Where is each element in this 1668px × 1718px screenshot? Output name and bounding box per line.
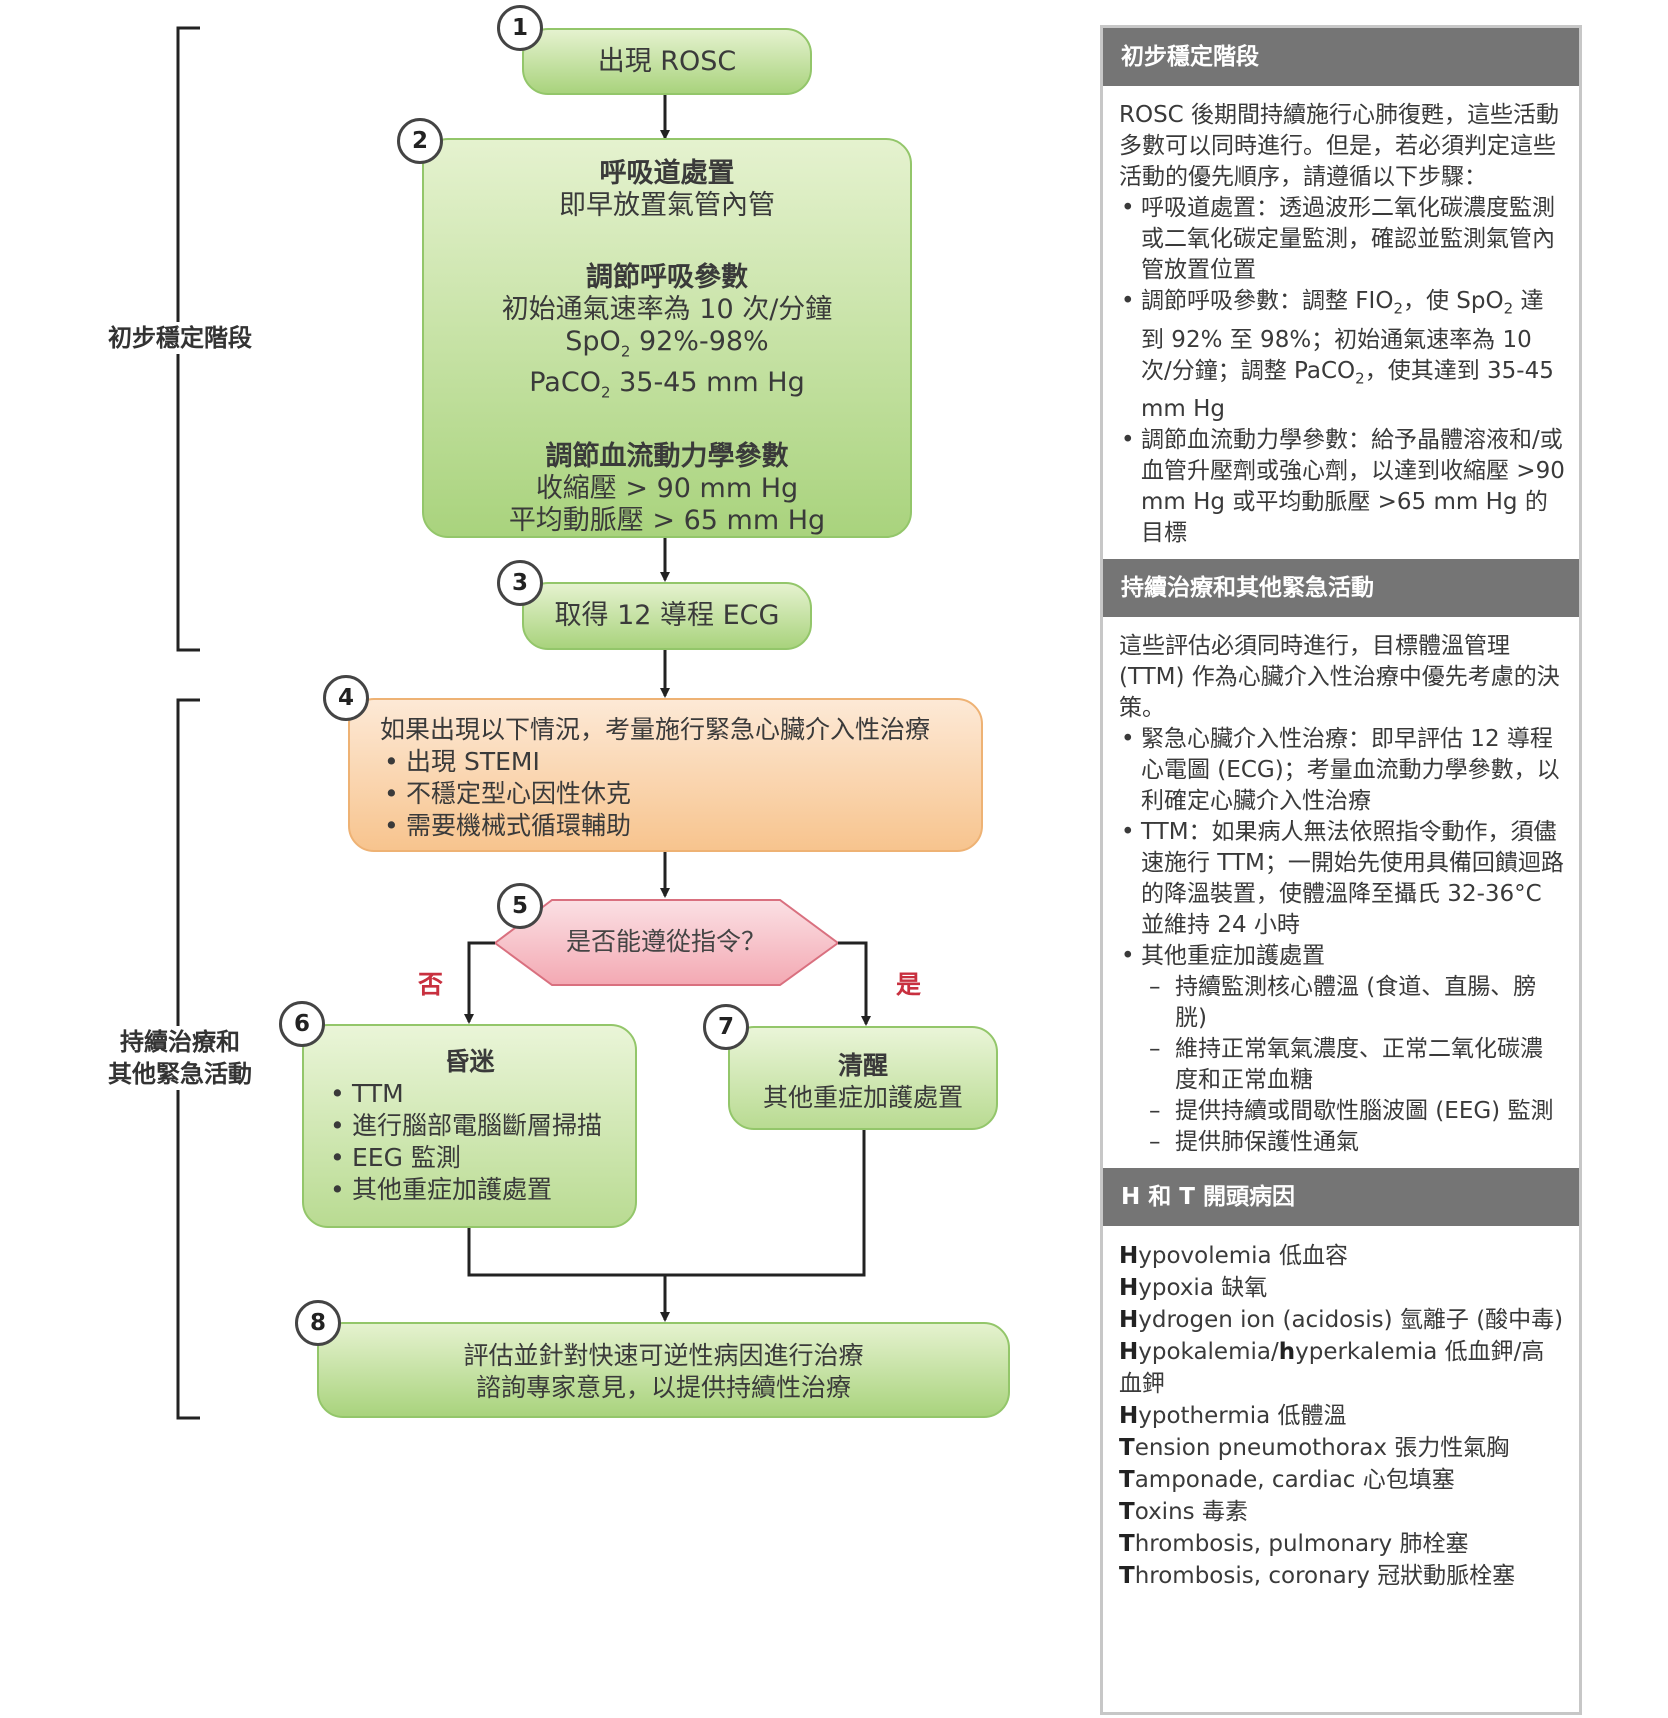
step5-question: 是否能遵從指令？ bbox=[565, 927, 766, 956]
sub-item: 持續監測核心體溫 (食道、直腸、膀胱) bbox=[1119, 972, 1565, 1034]
hemodynamic-title: 調節血流動力學參數 bbox=[545, 440, 789, 472]
step4-intro: 如果出現以下情況，考量施行緊急心臟介入性治療 bbox=[380, 715, 931, 744]
step6-list: TTM 進行腦部電腦斷層掃描 EEG 監測 其他重症加護處置 bbox=[326, 1078, 635, 1206]
step8-number: 8 bbox=[295, 1300, 341, 1346]
ventilation-spo2: SpO2 92%-98% bbox=[565, 326, 769, 361]
cause-item: Thrombosis, pulmonary 肺栓塞 bbox=[1119, 1531, 1469, 1558]
section-body-hs-and-ts: Hypovolemia 低血容 Hypoxia 缺氧 Hydrogen ion … bbox=[1103, 1226, 1579, 1602]
step7-box: 清醒 其他重症加護處置 bbox=[728, 1026, 998, 1130]
step7-text: 其他重症加護處置 bbox=[762, 1083, 963, 1112]
step4-item: 不穩定型心因性休克 bbox=[380, 778, 981, 810]
step6-item: TTM bbox=[326, 1078, 635, 1110]
bullet-hemodynamics: 調節血流動力學參數：給予晶體溶液和/或血管升壓劑或強心劑，以達到收縮壓 >90 … bbox=[1119, 425, 1565, 549]
critical-care-sublist: 持續監測核心體溫 (食道、直腸、膀胱) 維持正常氧氣濃度、正常二氧化碳濃度和正常… bbox=[1119, 972, 1565, 1158]
step1-box: 出現 ROSC bbox=[522, 28, 812, 95]
step4-number: 4 bbox=[323, 675, 369, 721]
ventilation-title: 調節呼吸參數 bbox=[586, 262, 748, 293]
ventilation-paco2: PaCO2 35-45 mm Hg bbox=[529, 367, 805, 402]
step6-item: 其他重症加護處置 bbox=[326, 1174, 635, 1206]
cause-item: Toxins 毒素 bbox=[1119, 1499, 1248, 1526]
step1-number: 1 bbox=[497, 5, 543, 51]
step8-line2: 諮詢專家意見，以提供持續性治療 bbox=[475, 1373, 851, 1402]
step6-number: 6 bbox=[279, 1001, 325, 1047]
cause-item: Hypovolemia 低血容 bbox=[1119, 1243, 1348, 1270]
step1-text: 出現 ROSC bbox=[597, 46, 737, 77]
hemodynamic-systolic: 收縮壓 > 90 mm Hg bbox=[535, 472, 799, 504]
step2-box: 呼吸道處置 即早放置氣管內管 調節呼吸參數 初始通氣速率為 10 次/分鐘 Sp… bbox=[422, 138, 912, 538]
section-header-initial-stabilization: 初步穩定階段 bbox=[1103, 28, 1579, 86]
airway-title: 呼吸道處置 bbox=[599, 158, 735, 189]
step4-box: 如果出現以下情況，考量施行緊急心臟介入性治療 出現 STEMI 不穩定型心因性休… bbox=[348, 698, 983, 852]
step6-box: 昏迷 TTM 進行腦部電腦斷層掃描 EEG 監測 其他重症加護處置 bbox=[302, 1024, 637, 1228]
sub-item: 提供肺保護性通氣 bbox=[1119, 1127, 1565, 1158]
bullet-ventilation: 調節呼吸參數：調整 FIO2，使 SpO2 達到 92% 至 98%；初始通氣速… bbox=[1119, 286, 1565, 425]
yes-label: 是 bbox=[896, 970, 922, 999]
section-body-continued-management: 這些評估必須同時進行，目標體溫管理 (TTM) 作為心臟介入性治療中優先考慮的決… bbox=[1103, 617, 1579, 1168]
ventilation-rate: 初始通氣速率為 10 次/分鐘 bbox=[501, 294, 833, 325]
bullet-critical-care: 其他重症加護處置 bbox=[1119, 941, 1565, 972]
airway-text: 即早放置氣管內管 bbox=[559, 190, 775, 221]
step3-box: 取得 12 導程 ECG bbox=[522, 582, 812, 650]
info-sidebar: 初步穩定階段 ROSC 後期間持續施行心肺復甦，這些活動多數可以同時進行。但是，… bbox=[1100, 25, 1582, 1715]
cause-item: Hypokalemia/hyperkalemia 低血鉀/高血鉀 bbox=[1119, 1339, 1545, 1398]
step8-box: 評估並針對快速可逆性病因進行治療 諮詢專家意見，以提供持續性治療 bbox=[317, 1322, 1010, 1418]
step3-number: 3 bbox=[497, 560, 543, 606]
cause-item: Tamponade, cardiac 心包填塞 bbox=[1119, 1467, 1455, 1494]
step2-number: 2 bbox=[397, 118, 443, 164]
step3-text: 取得 12 導程 ECG bbox=[554, 600, 780, 631]
phase1-label: 初步穩定階段 bbox=[95, 322, 265, 354]
arrow-yes-branch bbox=[838, 941, 871, 1026]
bullet-ttm: TTM：如果病人無法依照指令動作，須儘速施行 TTM；一開始先使用具備回饋迴路的… bbox=[1119, 817, 1565, 941]
cause-item: Hypoxia 缺氧 bbox=[1119, 1275, 1268, 1302]
bullet-cardiac-intervention: 緊急心臟介入性治療：即早評估 12 導程心電圖 (ECG)；考量血流動力學參數，… bbox=[1119, 724, 1565, 817]
step5-number: 5 bbox=[497, 883, 543, 929]
section-bullets: 緊急心臟介入性治療：即早評估 12 導程心電圖 (ECG)；考量血流動力學參數，… bbox=[1119, 724, 1565, 972]
step6-title: 昏迷 bbox=[444, 1047, 495, 1076]
cause-item: Hydrogen ion (acidosis) 氫離子 (酸中毒) bbox=[1119, 1307, 1564, 1334]
section-intro: ROSC 後期間持續施行心肺復甦，這些活動多數可以同時進行。但是，若必須判定這些… bbox=[1119, 102, 1560, 190]
step7-number: 7 bbox=[703, 1004, 749, 1050]
phase2-label-line1: 持續治療和 bbox=[120, 1028, 240, 1056]
step8-line1: 評估並針對快速可逆性病因進行治療 bbox=[463, 1341, 864, 1370]
section-body-initial-stabilization: ROSC 後期間持續施行心肺復甦，這些活動多數可以同時進行。但是，若必須判定這些… bbox=[1103, 86, 1579, 559]
step6-item: 進行腦部電腦斷層掃描 bbox=[326, 1110, 635, 1142]
arrow-no-branch bbox=[464, 941, 495, 1024]
step4-item: 出現 STEMI bbox=[380, 746, 981, 778]
hemodynamic-map: 平均動脈壓 > 65 mm Hg bbox=[508, 504, 826, 536]
step6-item: EEG 監測 bbox=[326, 1142, 635, 1174]
cause-item: Tension pneumothorax 張力性氣胸 bbox=[1119, 1435, 1510, 1462]
section-header-continued-management: 持續治療和其他緊急活動 bbox=[1103, 559, 1579, 618]
phase2-label: 持續治療和 其他緊急活動 bbox=[95, 1026, 265, 1090]
step7-title: 清醒 bbox=[837, 1051, 888, 1080]
phase2-label-line2: 其他緊急活動 bbox=[108, 1060, 252, 1088]
no-label: 否 bbox=[418, 970, 444, 999]
step4-list: 出現 STEMI 不穩定型心因性休克 需要機械式循環輔助 bbox=[380, 746, 981, 842]
section-intro: 這些評估必須同時進行，目標體溫管理 (TTM) 作為心臟介入性治療中優先考慮的決… bbox=[1119, 633, 1560, 722]
section-header-hs-and-ts: H 和 T 開頭病因 bbox=[1103, 1168, 1579, 1227]
step4-item: 需要機械式循環輔助 bbox=[380, 810, 981, 842]
section-bullets: 呼吸道處置：透過波形二氧化碳濃度監測或二氧化碳定量監測，確認並監測氣管內管放置位… bbox=[1119, 193, 1565, 549]
cause-item: Hypothermia 低體溫 bbox=[1119, 1403, 1347, 1430]
sub-item: 維持正常氧氣濃度、正常二氧化碳濃度和正常血糖 bbox=[1119, 1034, 1565, 1096]
bullet-airway: 呼吸道處置：透過波形二氧化碳濃度監測或二氧化碳定量監測，確認並監測氣管內管放置位… bbox=[1119, 193, 1565, 286]
sub-item: 提供持續或間歇性腦波圖 (EEG) 監測 bbox=[1119, 1096, 1565, 1127]
cause-item: Thrombosis, coronary 冠狀動脈栓塞 bbox=[1119, 1563, 1516, 1590]
